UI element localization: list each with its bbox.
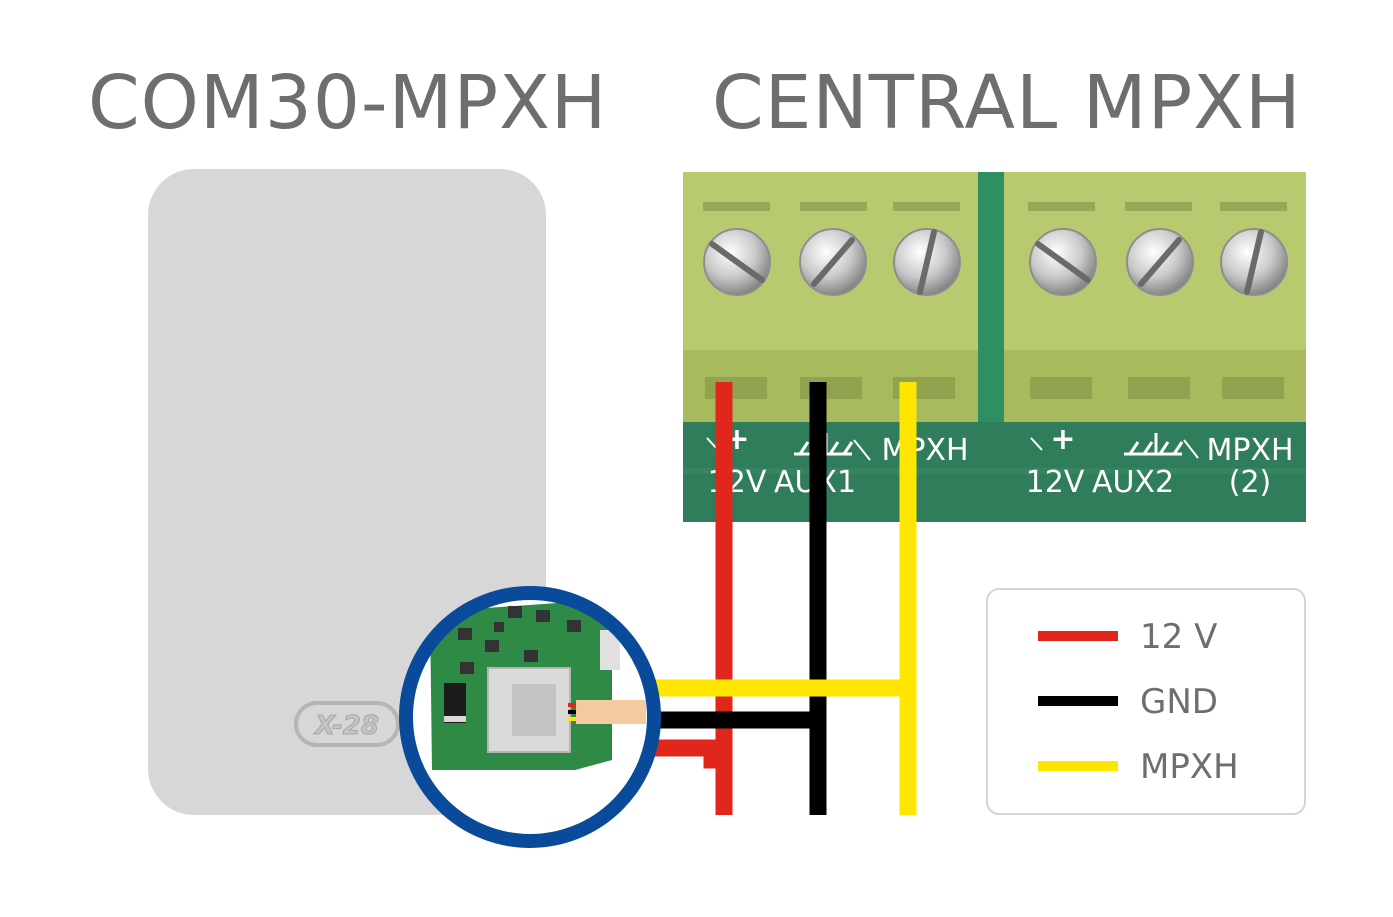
label-mpxh-2: MPXH: [1206, 433, 1293, 468]
legend: 12 V GND MPXH: [986, 588, 1306, 815]
screw-icon: [1220, 228, 1288, 296]
device-logo-text: X-28: [313, 711, 379, 741]
label-12v-2: 12V: [1026, 465, 1085, 500]
legend-label-12v: 12 V: [1140, 617, 1217, 657]
screw-icon: [1126, 228, 1194, 296]
label-mpxh-1: MPXH: [881, 433, 968, 468]
legend-label-gnd: GND: [1140, 682, 1218, 722]
screw-icon: [799, 228, 867, 296]
ground-icon: [1124, 433, 1184, 456]
label-mpxh-2-sub: (2): [1229, 465, 1272, 500]
label-aux2: AUX2: [1092, 465, 1174, 500]
screw-icon: [1029, 228, 1097, 296]
screw-icon: [703, 228, 771, 296]
device-title: COM30-MPXH: [88, 60, 608, 146]
wire-12v-branch: [650, 739, 724, 769]
x28-logo-icon: X-28: [294, 701, 400, 747]
screw-icon: [893, 228, 961, 296]
terminal-separator: [978, 172, 1004, 422]
zoom-ring: [399, 586, 661, 848]
legend-label-mpxh: MPXH: [1140, 747, 1239, 787]
pcb-zoom: [430, 600, 646, 770]
label-plus: +: [1050, 422, 1075, 457]
panel-title: CENTRAL MPXH: [712, 60, 1302, 146]
